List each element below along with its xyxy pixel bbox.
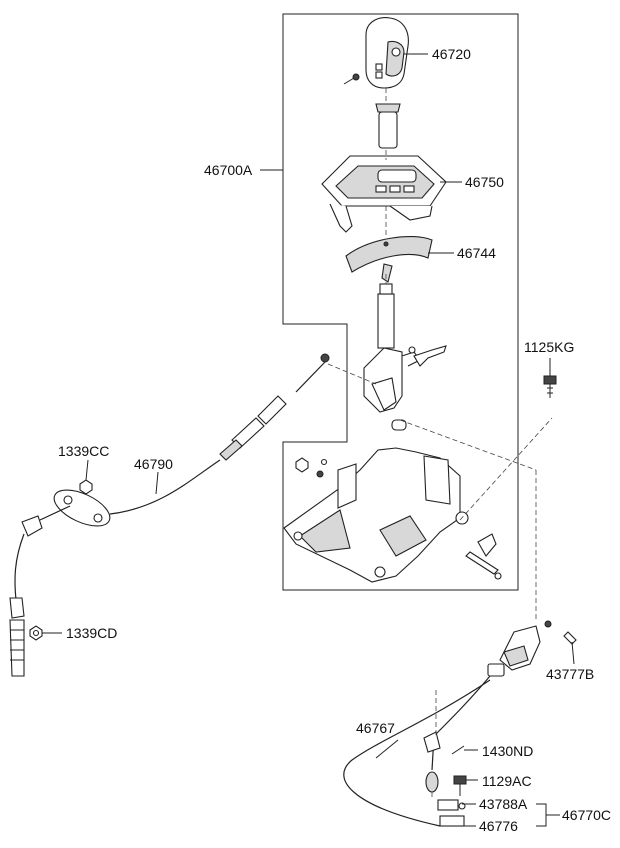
label-1125kg: 1125KG: [524, 339, 574, 355]
label-43788a: 43788A: [479, 796, 528, 812]
lever-shaft: [363, 263, 421, 431]
knob-screw: [343, 73, 360, 85]
nut-1339cc: [79, 479, 93, 495]
shift-cable-46790: [9, 353, 330, 677]
shift-knob: [365, 17, 409, 89]
pin-1430nd: [451, 745, 465, 755]
bolt-1125kg: [543, 375, 557, 398]
bolt-1129ac: [453, 775, 467, 796]
shift-rod: [375, 103, 401, 149]
label-46750: 46750: [465, 174, 504, 190]
label-46720: 46720: [432, 46, 471, 62]
assembly-boundary: [282, 13, 519, 591]
label-43777b: 43777B: [546, 666, 594, 682]
assembly-center-lines: [327, 88, 553, 800]
label-46790: 46790: [134, 456, 173, 472]
label-46744: 46744: [457, 245, 496, 261]
label-1339cc: 1339CC: [58, 443, 109, 459]
shifter-base-bracket: [283, 447, 469, 583]
label-1430nd: 1430ND: [482, 743, 533, 759]
base-nuts: [295, 457, 328, 478]
label-46767: 46767: [356, 720, 395, 736]
dust-cover: [345, 235, 433, 273]
shift-lock-cable: [343, 620, 552, 827]
label-1339cd: 1339CD: [66, 625, 117, 641]
clip-43777b: [563, 631, 577, 645]
nut-1339cd: [29, 625, 43, 641]
detent-clip: [408, 345, 447, 367]
label-46770c: 46770C: [562, 807, 611, 823]
indicator-cover: [321, 155, 447, 233]
label-46776: 46776: [479, 818, 518, 834]
label-46700a: 46700A: [204, 162, 253, 178]
label-1129ac: 1129AC: [482, 773, 532, 789]
leader-lines: [42, 53, 575, 827]
pivot-pin: [465, 533, 502, 580]
